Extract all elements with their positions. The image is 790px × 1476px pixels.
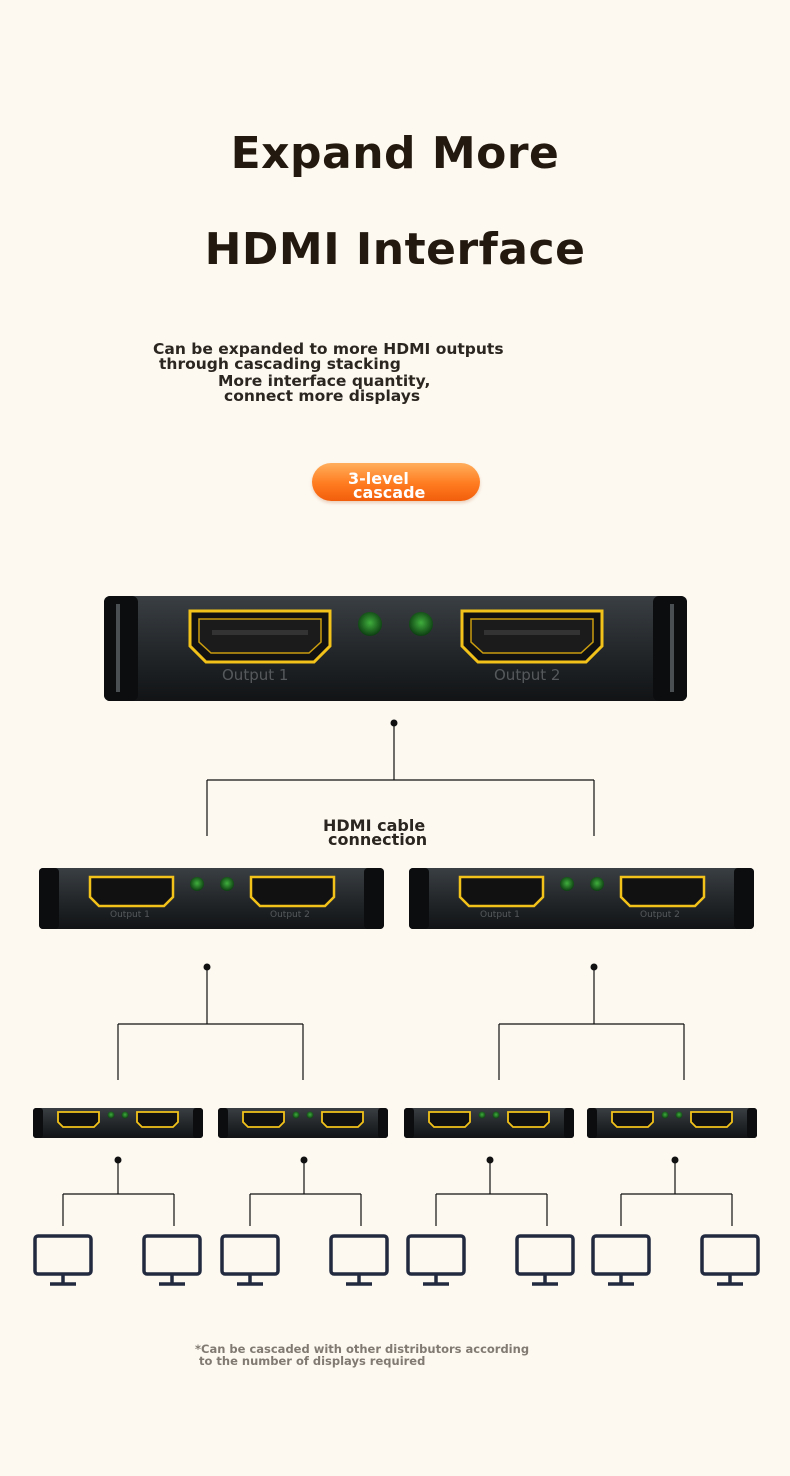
hdmi-port-icon (321, 1111, 364, 1128)
connector-l3 (62, 1156, 733, 1226)
connector-l2 (117, 963, 685, 1080)
monitor-icon (33, 1234, 93, 1286)
connector-l1 (206, 719, 595, 836)
description-line3: More interface quantity, (218, 372, 431, 390)
monitor-icon (591, 1234, 651, 1286)
led-indicator (560, 877, 574, 891)
led-indicator (220, 877, 234, 891)
port-label-output2: Output 2 (270, 910, 310, 920)
monitor-icon (515, 1234, 575, 1286)
port-label-output1: Output 1 (480, 910, 520, 920)
hdmi-port-icon (460, 609, 604, 664)
cascade-badge-line2: cascade (353, 483, 426, 502)
led-indicator (409, 612, 433, 636)
page-title-line1: Expand More (230, 128, 560, 179)
splitter-level1: Output 1 Output 2 (104, 596, 687, 701)
hdmi-port-icon (136, 1111, 179, 1128)
description-line4: connect more displays (224, 387, 421, 405)
page-title-line2: HDMI Interface (204, 224, 586, 275)
hdmi-port-icon (188, 609, 332, 664)
monitor-icon (700, 1234, 760, 1286)
footnote-line1: *Can be cascaded with other distributors… (195, 1342, 530, 1356)
displays (33, 1234, 760, 1286)
hdmi-port-icon (428, 1111, 471, 1128)
led-indicator (190, 877, 204, 891)
port-label-output2: Output 2 (640, 910, 680, 920)
port-label-output1: Output 1 (110, 910, 150, 920)
monitor-icon (142, 1234, 202, 1286)
footnote-line2: to the number of displays required (199, 1354, 426, 1368)
hdmi-port-icon (507, 1111, 550, 1128)
port-label-output2: Output 2 (494, 666, 560, 684)
cascade-badge: 3-level cascade (312, 463, 480, 501)
splitter-level3 (33, 1108, 757, 1138)
hdmi-port-icon (458, 875, 545, 908)
cable-label-line1: HDMI cable (323, 816, 426, 835)
description-line1: Can be expanded to more HDMI outputs (153, 340, 504, 358)
monitor-icon (406, 1234, 466, 1286)
led-indicator (358, 612, 382, 636)
hdmi-port-icon (690, 1111, 733, 1128)
hdmi-port-icon (249, 875, 336, 908)
hdmi-port-icon (88, 875, 175, 908)
hdmi-port-icon (611, 1111, 654, 1128)
monitor-icon (220, 1234, 280, 1286)
monitor-icon (329, 1234, 389, 1286)
cable-label-line2: connection (328, 830, 428, 849)
hdmi-port-icon (57, 1111, 100, 1128)
description-line2: through cascading stacking (159, 355, 401, 373)
cascade-badge-line1: 3-level (348, 469, 409, 488)
hdmi-port-icon (242, 1111, 285, 1128)
hdmi-port-icon (619, 875, 706, 908)
splitter-level2-right: Output 1 Output 2 (409, 868, 754, 929)
port-label-output1: Output 1 (222, 666, 288, 684)
splitter-level2-left: Output 1 Output 2 (39, 868, 384, 929)
led-indicator (590, 877, 604, 891)
